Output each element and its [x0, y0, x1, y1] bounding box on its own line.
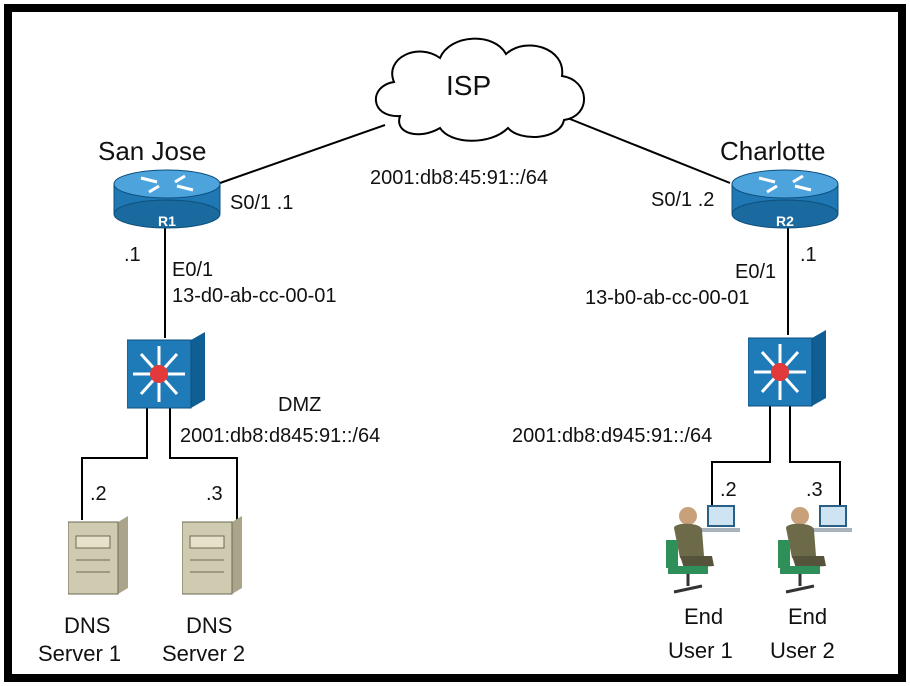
- r1-mac-address: 13-d0-ab-cc-00-01: [172, 285, 337, 307]
- link-switch2-user1: [711, 405, 771, 518]
- dns-server-1-name-line1: DNS: [64, 613, 111, 638]
- end-user-1-address: .2: [720, 479, 737, 501]
- san-jose-site-label: San Jose: [98, 136, 207, 166]
- link-r1-isp: [219, 124, 386, 184]
- r2-ethernet-interface: E0/1: [735, 261, 777, 283]
- end-user-2-address: .3: [806, 479, 823, 501]
- isp-cloud-icon: [375, 37, 585, 142]
- end-user-2-icon[interactable]: [772, 500, 858, 596]
- r1-lan-host-address: .1: [124, 244, 141, 266]
- charlotte-site-label: Charlotte: [720, 136, 826, 166]
- dns-server-1-name-line2: Server 1: [38, 641, 122, 666]
- router-r2-label: R2: [776, 213, 794, 229]
- link-r2-isp: [559, 114, 731, 184]
- isp-label: ISP: [446, 70, 492, 101]
- link-switch2-user2: [789, 405, 841, 518]
- san-jose-lan-network: 2001:db8:d845:91::/64: [180, 425, 381, 447]
- end-user-2-name-line2: User 2: [770, 638, 835, 663]
- r1-serial-interface: S0/1 .1: [230, 192, 294, 214]
- r2-lan-host-address: .1: [800, 244, 817, 266]
- dns-server-2-address: .3: [206, 483, 223, 505]
- router-r1-icon[interactable]: R1: [113, 168, 221, 230]
- end-user-1-name-line1: End: [684, 604, 724, 629]
- router-r1-label: R1: [158, 213, 176, 229]
- wan-network-label: 2001:db8:45:91::/64: [370, 167, 548, 189]
- end-user-2-name-line1: End: [788, 604, 828, 629]
- charlotte-lan-network: 2001:db8:d945:91::/64: [512, 425, 713, 447]
- multilayer-switch-1-icon[interactable]: [127, 332, 207, 410]
- dns-server-2-name-line2: Server 2: [162, 641, 246, 666]
- r2-mac-address: 13-b0-ab-cc-00-01: [585, 287, 750, 309]
- r2-serial-interface: S0/1 .2: [651, 189, 715, 211]
- link-switch1-dns2: [169, 408, 238, 520]
- router-r2-icon[interactable]: R2: [731, 168, 839, 230]
- dns-server-2-name-line1: DNS: [186, 613, 233, 638]
- dmz-label: DMZ: [278, 394, 322, 416]
- dns-server-1-address: .2: [90, 483, 107, 505]
- end-user-1-name-line2: User 1: [668, 638, 733, 663]
- multilayer-switch-2-icon[interactable]: [748, 330, 828, 408]
- dns-server-1-icon[interactable]: [68, 516, 130, 596]
- dns-server-2-icon[interactable]: [182, 516, 244, 596]
- end-user-1-icon[interactable]: [660, 500, 746, 596]
- link-switch1-dns1: [81, 408, 148, 520]
- r1-ethernet-interface: E0/1: [172, 259, 214, 281]
